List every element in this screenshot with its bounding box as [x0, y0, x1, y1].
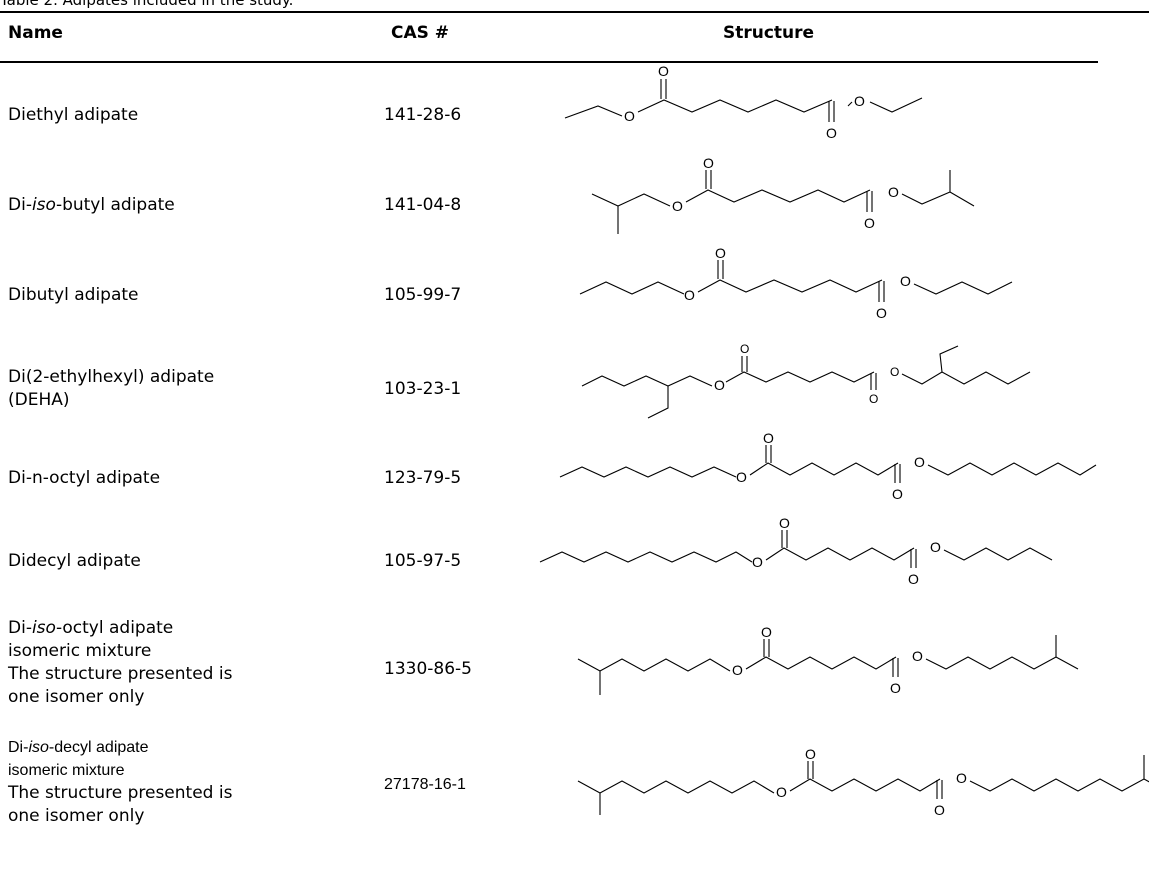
header-structure: Structure — [723, 23, 815, 43]
atom-label: O — [740, 342, 749, 356]
table-row: Dibutyl adipate 105-99-7 O O O O — [0, 245, 1098, 342]
atom-label: O — [805, 746, 816, 762]
row-name: Di-iso-octyl adipate isomeric mixture Th… — [8, 618, 233, 707]
atom-label: O — [888, 184, 899, 200]
structure-didecyl-adipate: O O O O — [539, 515, 1053, 587]
row-cas: 103-23-1 — [384, 379, 462, 399]
atom-label: O — [892, 486, 903, 502]
table-row: Di-iso-butyl adipate 141-04-8 O O O O — [0, 155, 1098, 252]
atom-label: O — [854, 93, 865, 109]
row-cas: 123-79-5 — [384, 468, 462, 488]
atom-label: O — [890, 365, 899, 379]
atom-label: O — [930, 539, 941, 555]
structure-di-n-octyl-adipate: O O O O — [559, 430, 1097, 502]
table-row: Diethyl adipate 141-28-6 O O O O — [0, 62, 1098, 162]
atom-label: O — [826, 125, 837, 141]
header-rule — [0, 61, 1098, 63]
table-row: Didecyl adipate 105-97-5 O O O O — [0, 515, 1098, 607]
atom-label: O — [658, 63, 669, 79]
atom-label: O — [869, 392, 878, 406]
atom-label: O — [876, 305, 887, 321]
row-name: Di(2-ethylhexyl) adipate (DEHA) — [8, 367, 215, 410]
structure-diisodecyl-adipate: O O O O — [577, 746, 1149, 818]
table-row: Di-iso-octyl adipate isomeric mixture Th… — [0, 607, 1098, 731]
row-cas: 105-97-5 — [384, 551, 462, 571]
table-row: Di-n-octyl adipate 123-79-5 O O O O — [0, 430, 1098, 522]
row-cas: 141-04-8 — [384, 195, 462, 215]
table-row: Di-iso-decyl adipate isomeric mixture Th… — [0, 731, 1149, 879]
header-cas: CAS # — [391, 23, 450, 43]
row-name: Di-iso-decyl adipate isomeric mixture Th… — [8, 739, 233, 826]
atom-label: O — [736, 469, 747, 485]
atom-label: O — [752, 554, 763, 570]
header-name: Name — [8, 23, 63, 43]
atom-label: O — [703, 155, 714, 171]
row-name: Dibutyl adipate — [8, 285, 139, 305]
atom-label: O — [672, 198, 683, 214]
row-name: Diethyl adipate — [8, 105, 139, 125]
row-name: Di-iso-butyl adipate — [8, 195, 175, 215]
atom-label: O — [934, 802, 945, 818]
atom-label: O — [956, 770, 967, 786]
atom-label: O — [714, 377, 725, 393]
structure-diisooctyl-adipate: O O O O — [577, 624, 1079, 696]
atom-label: O — [763, 430, 774, 446]
row-cas: 105-99-7 — [384, 285, 462, 305]
atom-label: O — [761, 624, 772, 640]
atom-label: O — [900, 273, 911, 289]
structure-diisobutyl-adipate: O O O O — [591, 155, 975, 234]
structure-diethyl-adipate: O O O O — [564, 63, 923, 141]
atom-label: O — [864, 215, 875, 231]
atom-label: O — [715, 245, 726, 261]
atom-label: O — [684, 287, 695, 303]
structure-deha: O O O O — [581, 342, 1031, 419]
row-name: Di-n-octyl adipate — [8, 468, 161, 488]
atom-label: O — [776, 784, 787, 800]
atom-label: O — [779, 515, 790, 531]
row-cas: 27178-16-1 — [384, 776, 466, 793]
row-name: Didecyl adipate — [8, 551, 141, 571]
top-rule — [0, 11, 1149, 13]
row-cas: 1330-86-5 — [384, 659, 472, 679]
atom-label: O — [912, 648, 923, 664]
atom-label: O — [908, 571, 919, 587]
atom-label: O — [624, 108, 635, 124]
structure-dibutyl-adipate: O O O O — [579, 245, 1013, 321]
atom-label: O — [732, 662, 743, 678]
atom-label: O — [890, 680, 901, 696]
atom-label: O — [914, 454, 925, 470]
table-row: Di(2-ethylhexyl) adipate (DEHA) 103-23-1… — [0, 342, 1098, 437]
table-caption: Table 2. Adipates included in the study. — [0, 0, 294, 9]
row-cas: 141-28-6 — [384, 105, 462, 125]
